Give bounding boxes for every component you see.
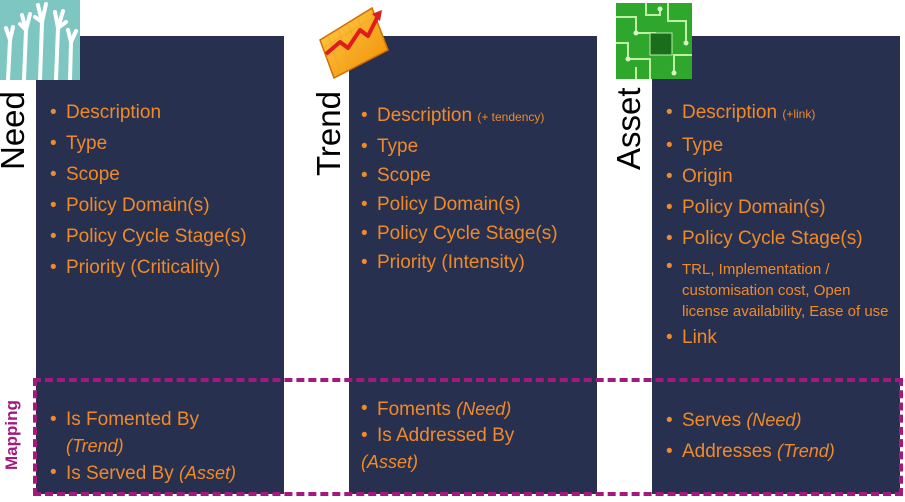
link-note: (+link) — [782, 107, 816, 121]
need-property-list: Description Type Scope Policy Domain(s) … — [50, 97, 280, 283]
list-item: Description (+ tendency) — [361, 101, 593, 132]
asset-mapping-list: Serves (Need) Addresses (Trend) — [666, 405, 894, 467]
need-mapping-list: Is Fomented By (Trend) Is Served By (Ass… — [50, 407, 280, 487]
list-item: Priority (Intensity) — [361, 248, 593, 277]
list-item: Is Addressed By (Asset) — [361, 423, 593, 476]
tendency-note: (+ tendency) — [477, 110, 545, 124]
list-item: Description (+link) — [666, 97, 894, 130]
list-item: Policy Domain(s) — [361, 190, 593, 219]
list-item: Policy Domain(s) — [50, 190, 280, 221]
trend-property-list: Description (+ tendency) Type Scope Poli… — [361, 101, 593, 277]
mapping-box — [33, 378, 903, 496]
list-item: Is Fomented By (Trend) — [50, 407, 280, 460]
circuit-board-icon — [616, 3, 692, 79]
trend-title: Trend — [310, 91, 347, 176]
list-item: TRL, Implementation / customisation cost… — [666, 254, 894, 322]
raised-hands-icon — [0, 0, 80, 80]
list-item: Policy Cycle Stage(s) — [666, 223, 894, 254]
list-item: Policy Domain(s) — [666, 192, 894, 223]
list-item: Serves (Need) — [666, 405, 894, 436]
list-item: Link — [666, 322, 894, 353]
trend-mapping-list: Foments (Need) Is Addressed By (Asset) — [361, 396, 593, 476]
list-item: Type — [666, 130, 894, 161]
asset-property-list: Description (+link) Type Origin Policy D… — [666, 97, 894, 353]
list-item: Origin — [666, 161, 894, 192]
mapping-label: Mapping — [2, 400, 21, 470]
list-item: Scope — [50, 159, 280, 190]
list-item: Addresses (Trend) — [666, 436, 894, 467]
list-item: Priority (Criticality) — [50, 252, 280, 283]
rising-chart-icon — [316, 6, 390, 80]
list-item: Foments (Need) — [361, 396, 593, 423]
list-item: Type — [361, 132, 593, 161]
list-item: Is Served By (Asset) — [50, 460, 280, 487]
list-item: Scope — [361, 161, 593, 190]
asset-title: Asset — [610, 87, 647, 170]
list-item: Policy Cycle Stage(s) — [50, 221, 280, 252]
list-item: Description — [50, 97, 280, 128]
list-item: Type — [50, 128, 280, 159]
list-item: Policy Cycle Stage(s) — [361, 219, 593, 248]
need-title: Need — [0, 91, 31, 170]
